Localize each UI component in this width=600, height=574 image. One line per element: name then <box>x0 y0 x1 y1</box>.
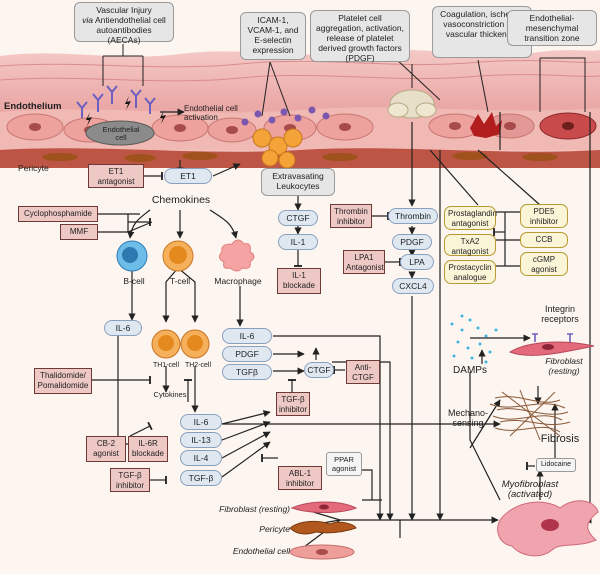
t-cell-label: T-cell <box>169 276 191 286</box>
prostaglandin-antagonist-box: Prostaglandin antagonist <box>444 206 497 230</box>
chemokines-label: Chemokines <box>151 194 211 206</box>
myofibroblast-label-2: (activated) <box>507 489 553 500</box>
callout-emt-zone: Endothelial-mesenchymal transition zone <box>507 10 597 46</box>
pericyte-bottom-icon <box>289 520 357 535</box>
mechano-sensing-label: Mechano-sensing <box>447 408 489 428</box>
anti-ctgf-box: Anti-CTGF <box>346 360 380 384</box>
il6-bcell-node: IL-6 <box>104 320 142 336</box>
thrombin-node: Thrombin <box>388 208 438 224</box>
myofibroblast-label: Myofibroblast <box>501 479 559 490</box>
integrin-receptors-label: Integrin receptors <box>541 304 579 324</box>
macrophage-icon <box>218 239 255 272</box>
endothelial-cell-highlight <box>85 120 155 146</box>
th1-cell-icon <box>151 329 181 359</box>
il1-node: IL-1 <box>278 234 318 250</box>
callout-adhesion-molecules: ICAM-1, VCAM-1, and E-selectin expressio… <box>240 12 306 60</box>
tgfb-inhibitor-bottom-box: TGF-β inhibitor <box>110 468 150 492</box>
thrombin-inhibitor-box: Thrombin inhibitor <box>330 204 372 228</box>
b-cell-label: B-cell <box>123 276 145 286</box>
leukocyte-cluster <box>252 128 303 169</box>
fibrosis-label: Fibrosis <box>540 433 580 445</box>
ppar-agonist-box: PPAR agonist <box>326 452 362 476</box>
fibroblast-resting-right-label: Fibroblast <box>545 356 583 366</box>
il6-th2-node: IL-6 <box>180 414 222 430</box>
cytokines-label: Cytokines <box>153 390 187 399</box>
pde5-inhibitor-box: PDE5 inhibitor <box>520 204 568 228</box>
callout-vascular-injury: Vascular Injury via Antiendothelial cell… <box>74 2 174 45</box>
adhesion-molecule-dots <box>241 106 330 126</box>
mmf-box: MMF <box>60 224 98 240</box>
lpa1-antagonist-box: LPA1 Antagonist <box>343 250 385 274</box>
cxcl4-node: CXCL4 <box>392 278 434 294</box>
fibrosis-fibers-icon <box>489 389 571 441</box>
myofibroblast-icon <box>497 500 599 557</box>
endothelial-activation-label: Endothelial cell activation <box>184 104 238 122</box>
callout-leader-lines <box>102 44 586 117</box>
fibroblast-resting-right-icon <box>508 333 595 356</box>
damage-lightning-icons <box>86 96 166 126</box>
endothelial-cell-bottom-icon <box>289 544 355 560</box>
fibroblast-resting-bottom-label: Fibroblast (resting) <box>219 504 290 514</box>
fibroblast-resting-bottom-icon <box>290 501 358 513</box>
il4-node: IL-4 <box>180 450 222 466</box>
lidocaine-box: Lidocaine <box>536 458 576 472</box>
pericyte-row <box>42 152 558 162</box>
abl1-inhibitor-box: ABL-1 inhibitor <box>278 466 322 490</box>
damps-dots <box>450 314 498 364</box>
macrophage-label: Macrophage <box>214 276 262 286</box>
damps-label: DAMPs <box>453 365 487 376</box>
cb2-agonist-box: CB-2 agonist <box>86 436 126 462</box>
th2-cell-icon <box>180 329 210 359</box>
tgfb-macrophage-node: TGFβ <box>222 364 272 380</box>
il1-blockade-box: IL-1 blockade <box>277 268 321 294</box>
th1-cell-label: TH1-cell <box>152 362 180 369</box>
thalidomide-box: Thalidomide/ Pomalidomide <box>34 368 92 394</box>
vessel-wall <box>0 49 600 168</box>
pericyte-bottom-label: Pericyte <box>259 524 290 534</box>
prostacyclin-analogue-box: Prostacyclin analogue <box>444 260 496 284</box>
pdgf-right-node: PDGF <box>392 234 432 250</box>
b-cell-icon <box>116 240 148 272</box>
il6r-blockade-box: IL-6R blockade <box>128 436 168 462</box>
ctgf-mid-node: CTGF <box>304 362 334 378</box>
txa2-antagonist-box: TxA2 antagonist <box>444 234 496 256</box>
lpa-node: LPA <box>400 254 434 270</box>
pdgf-macrophage-node: PDGF <box>222 346 272 362</box>
endothelial-cell-label: Endothelial cell <box>102 125 140 142</box>
endothelium-label: Endothelium <box>4 101 62 112</box>
pericyte-label: Pericyte <box>18 163 49 173</box>
clot-icon <box>470 112 502 138</box>
fibroblast-resting-right-label-2: (resting) <box>548 366 580 376</box>
ccb-box: CCB <box>520 232 568 248</box>
tgfb-th2-node: TGF-β <box>180 470 222 486</box>
callout-platelet-aggregation: Platelet cell aggregation, activation, r… <box>310 10 410 63</box>
antibody-icons <box>76 85 156 118</box>
platelet-aggregate-icon <box>387 89 437 119</box>
t-cell-icon <box>162 240 194 272</box>
tgfb-inhibitor-mid-box: TGF-β inhibitor <box>276 392 310 416</box>
endothelial-cell-bottom-label: Endothelial cell <box>232 546 290 556</box>
il13-node: IL-13 <box>180 432 222 448</box>
et1-node: ET1 <box>164 168 212 184</box>
ctgf-top-node: CTGF <box>278 210 318 226</box>
cgmp-agonist-box: cGMP agonist <box>520 252 568 276</box>
th2-cell-label: TH2-cell <box>184 362 212 369</box>
callout-extravasating-leukocytes: Extravasating Leukocytes <box>261 168 335 196</box>
cyclophosphamide-box: Cyclophosphamide <box>18 206 98 222</box>
il6-macrophage-node: IL-6 <box>222 328 272 344</box>
et1-antagonist-box: ET1 antagonist <box>88 164 144 188</box>
